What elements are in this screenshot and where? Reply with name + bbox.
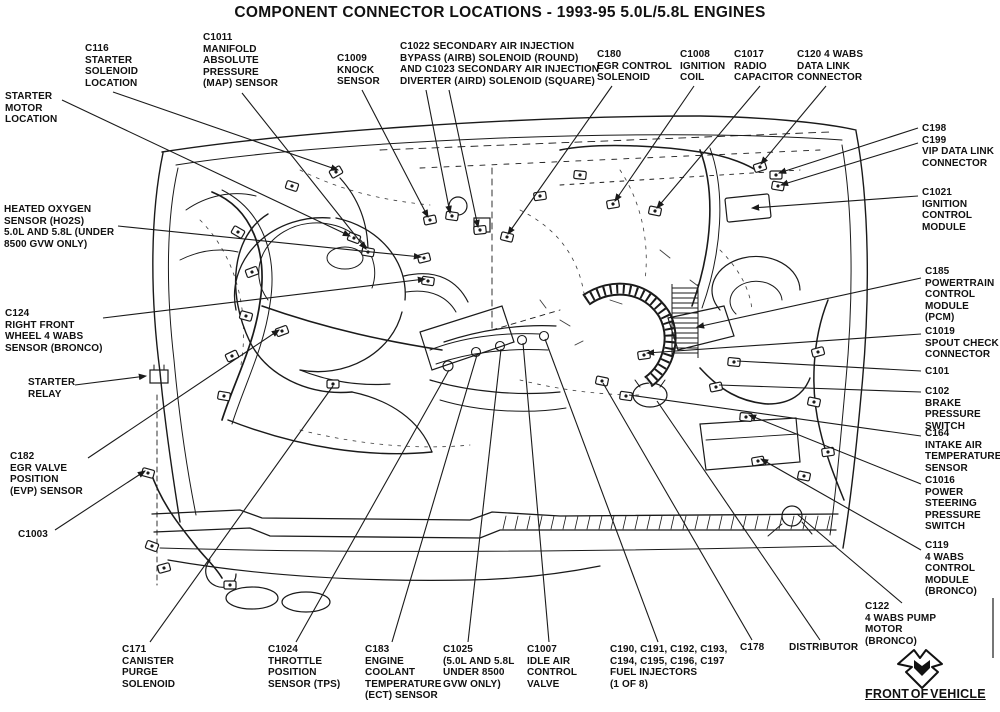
callout-c182: C182 EGR VALVE POSITION (EVP) SENSOR [10,451,83,497]
callout-c102: C102 BRAKE PRESSURE SWITCH [925,386,981,432]
air-cleaner [233,217,469,386]
callout-c178: C178 [740,642,765,653]
callout-c1021: C1021 IGNITION CONTROL MODULE [922,187,973,233]
connectors [140,160,836,590]
callout-c1016: C1016 POWER STEERING PRESSURE SWITCH [925,475,981,532]
callout-c1017: C1017 RADIO CAPACITOR [734,49,794,83]
callout-c198-c199: C198 C199 VIP DATA LINK CONNECTOR [922,123,995,169]
front-of-vehicle-label: FRONT OF VEHICLE [865,687,986,701]
callout-c122: C122 4 WABS PUMP MOTOR (BRONCO) [865,601,937,647]
bay-outline [152,115,869,586]
callout-c171: C171 CANISTER PURGE SOLENOID [122,644,176,690]
callout-starter-relay: STARTER RELAY [28,377,76,400]
sketch-texture [199,169,753,448]
right-side-components [149,193,813,537]
radiator-support [151,509,839,613]
ribbed-hose [582,282,699,388]
callout-starter-motor: STARTER MOTOR LOCATION [5,91,58,125]
callout-c124: C124 RIGHT FRONT WHEEL 4 WABS SENSOR (BR… [5,308,103,354]
callout-c1019: C1019 SPOUT CHECK CONNECTOR [925,326,999,360]
front-of-vehicle-arrow-icon [897,649,943,689]
callout-c119: C119 4 WABS CONTROL MODULE (BRONCO) [925,540,977,597]
callout-c180: C180 EGR CONTROL SOLENOID [597,49,672,83]
callout-c1022-c1023: C1022 SECONDARY AIR INJECTION BYPASS (AI… [400,41,600,87]
callout-c1024: C1024 THROTTLE POSITION SENSOR (TPS) [268,644,341,690]
callout-c1007: C1007 IDLE AIR CONTROL VALVE [527,644,578,690]
callout-c164: C164 INTAKE AIR TEMPERATURE SENSOR [925,428,1000,474]
callout-ho2s: HEATED OXYGEN SENSOR (HO2S) 5.0L AND 5.8… [4,204,115,250]
callout-fuel-injectors: C190, C191, C192, C193, C194, C195, C196… [610,644,728,690]
callout-c1009: C1009 KNOCK SENSOR [337,53,380,87]
callout-c120: C120 4 WABS DATA LINK CONNECTOR [797,49,864,83]
callout-c1025: C1025 (5.0L AND 5.8L UNDER 8500 GVW ONLY… [443,644,515,690]
page-title: COMPONENT CONNECTOR LOCATIONS - 1993-95 … [234,4,766,21]
callout-c1003: C1003 [18,529,48,540]
callout-c116: C116 STARTER SOLENOID LOCATION [85,43,139,89]
callout-c183: C183 ENGINE COOLANT TEMPERATURE (ECT) SE… [365,644,442,701]
callout-c1008: C1008 IGNITION COIL [680,49,726,83]
callout-c1011: C1011 MANIFOLD ABSOLUTE PRESSURE (MAP) S… [203,32,279,89]
callout-c101: C101 [925,366,950,377]
leader-lines [54,85,922,643]
callout-c185: C185 POWERTRAIN CONTROL MODULE (PCM) [925,266,995,323]
callout-distributor: DISTRIBUTOR [789,642,859,653]
